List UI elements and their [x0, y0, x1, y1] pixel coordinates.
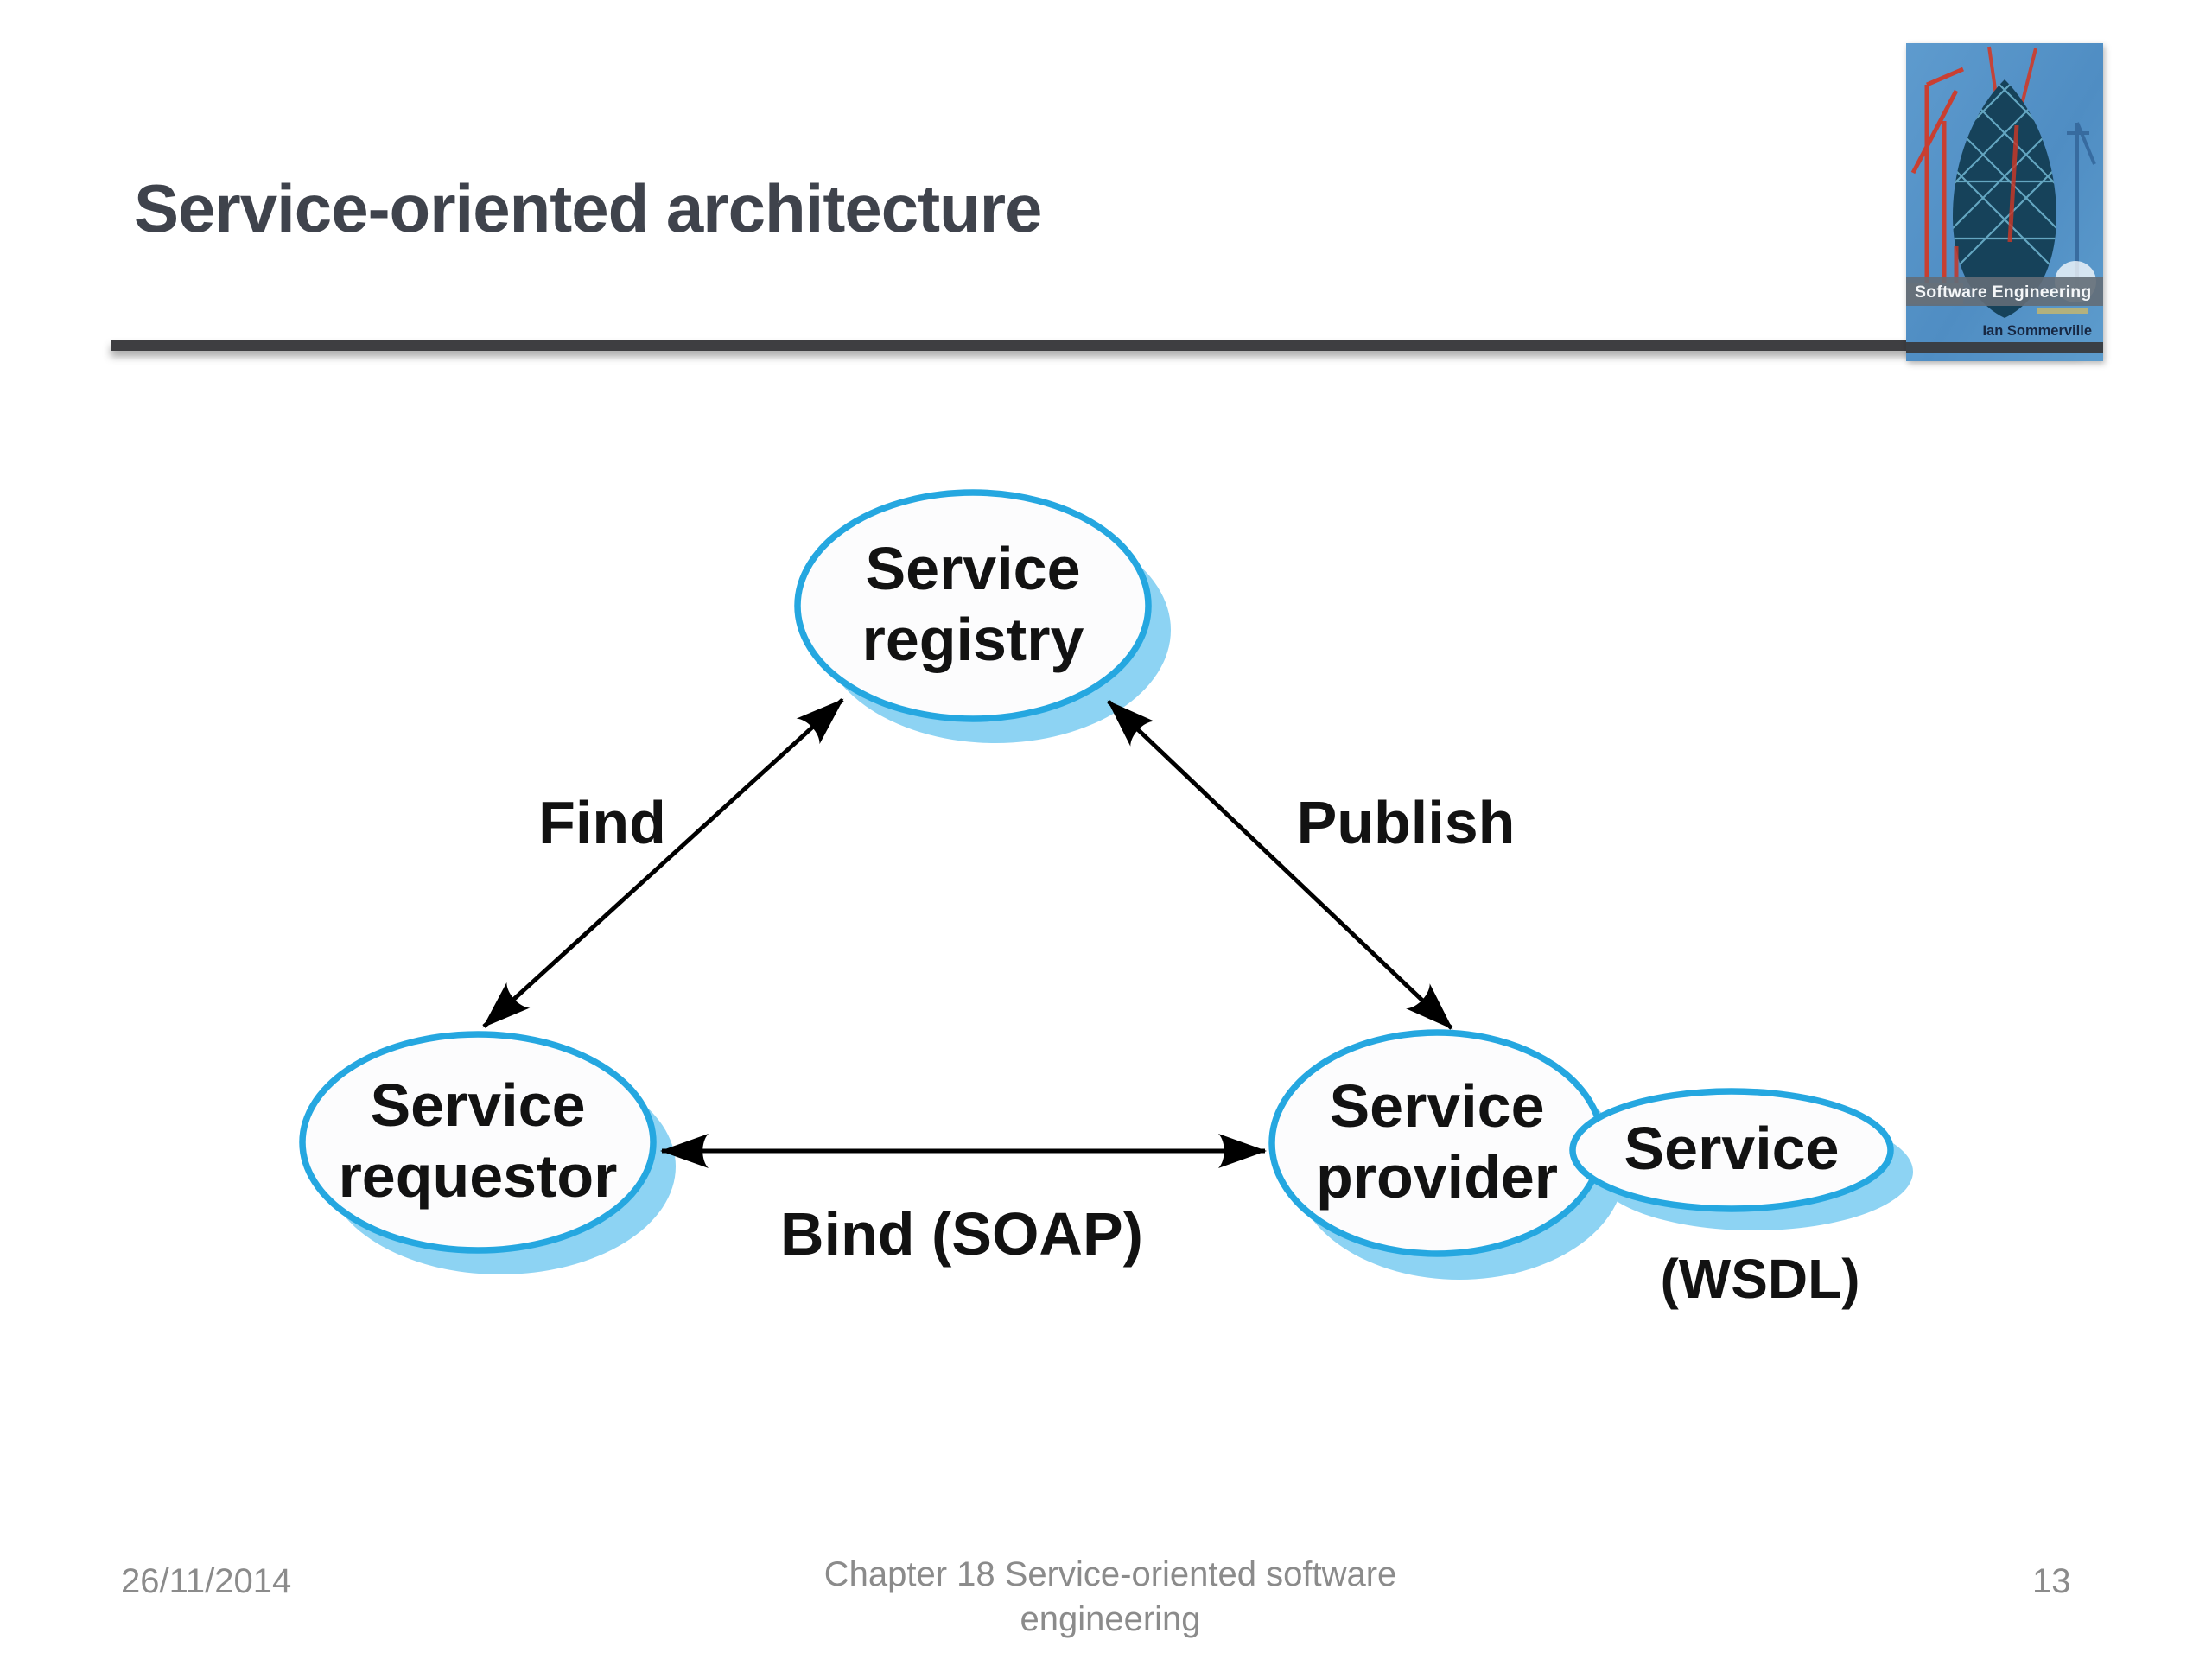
- registry-label: Service registry: [862, 533, 1084, 675]
- requestor-label-line1: Service: [370, 1071, 586, 1139]
- footer-title-line2: engineering: [1020, 1600, 1201, 1638]
- publish-edge-label: Publish: [1296, 789, 1516, 856]
- provider-label: Service provider: [1316, 1071, 1558, 1212]
- provider-label-line2: provider: [1315, 1143, 1559, 1211]
- book-cover-art: Software Engineering Ian Sommerville: [1906, 43, 2103, 361]
- footer-title: Chapter 18 Service-oriented software eng…: [687, 1552, 1534, 1642]
- registry-label-line1: Service: [865, 535, 1081, 602]
- cover-edition-mark: [2037, 308, 2088, 314]
- service-label: Service: [1624, 1113, 1839, 1184]
- crane-red-left-icon: [1910, 67, 1964, 302]
- service-ellipse: [1569, 1088, 1894, 1212]
- publish-arrow: [1107, 700, 1453, 1030]
- cover-author-text: Ian Sommerville: [1982, 323, 2092, 339]
- bind-edge-label: Bind (SOAP): [780, 1200, 1143, 1268]
- book-cover-logo: Software Engineering Ian Sommerville: [1906, 43, 2103, 361]
- cover-bottom-strip: [1906, 342, 2103, 353]
- title-separator-line: [111, 340, 2081, 351]
- wsdl-annotation: (WSDL): [1660, 1248, 1860, 1310]
- gherkin-building-icon: [1953, 79, 2056, 318]
- service-label-line1: Service: [1624, 1115, 1840, 1182]
- find-edge-label: Find: [538, 789, 666, 856]
- requestor-ellipse: [299, 1031, 657, 1254]
- provider-label-line1: Service: [1329, 1072, 1545, 1140]
- footer-page-number: 13: [2032, 1562, 2071, 1600]
- footer-title-line1: Chapter 18 Service-oriented software: [823, 1555, 1397, 1593]
- registry-label-line2: registry: [861, 606, 1084, 673]
- cover-title-text: Software Engineering: [1915, 283, 2091, 302]
- requestor-label: Service requestor: [339, 1070, 618, 1211]
- page-title: Service-oriented architecture: [134, 170, 1042, 246]
- footer-date: 26/11/2014: [121, 1562, 292, 1600]
- requestor-label-line2: requestor: [338, 1142, 618, 1210]
- registry-ellipse: [794, 489, 1152, 722]
- find-arrow: [482, 698, 844, 1028]
- cover-title-band: [1906, 276, 2103, 306]
